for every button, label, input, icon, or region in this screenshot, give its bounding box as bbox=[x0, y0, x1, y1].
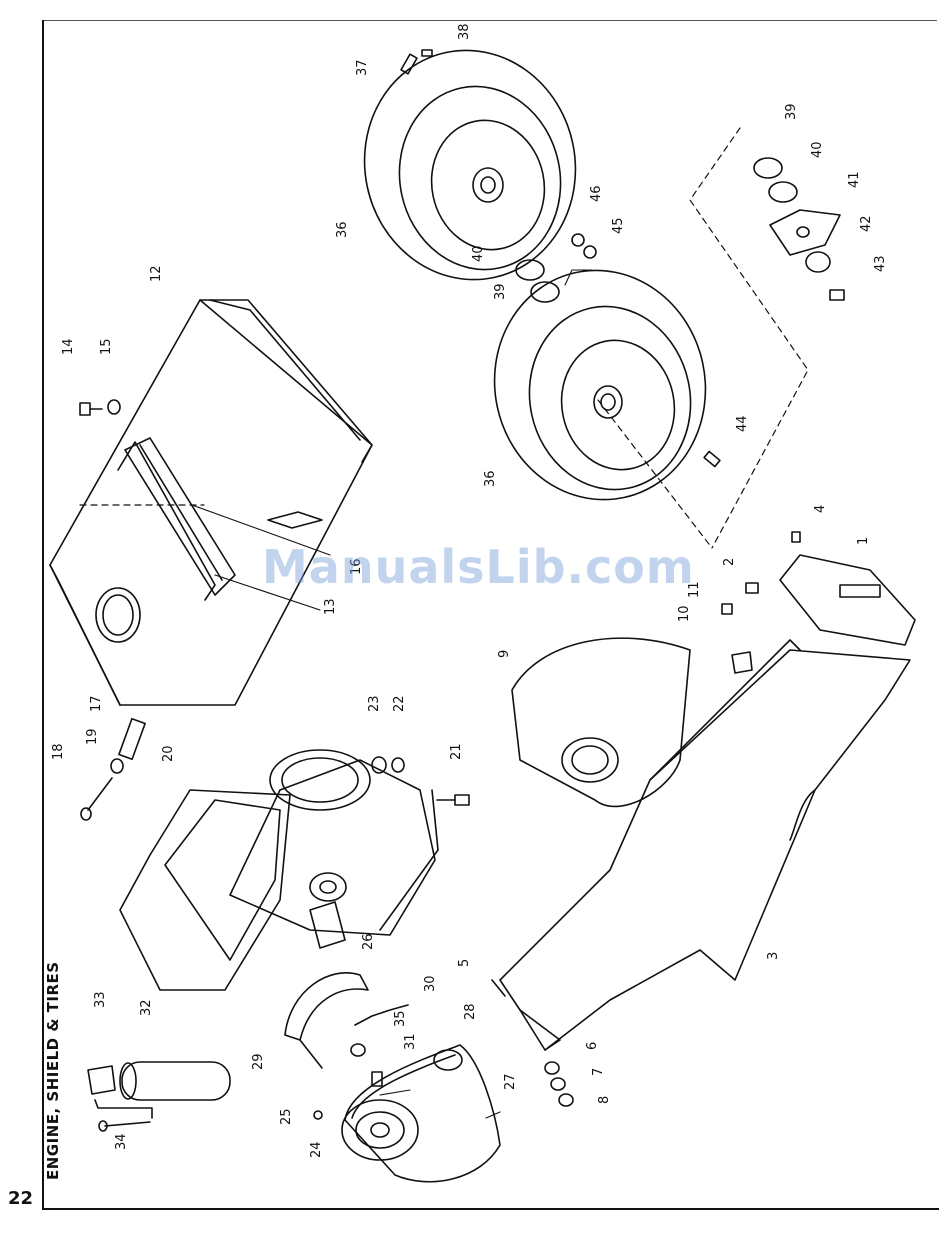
screw-4-part bbox=[792, 532, 800, 542]
tube-32-part bbox=[120, 1062, 230, 1100]
callout-p4: 4 bbox=[813, 505, 828, 513]
bracket-10-part bbox=[732, 652, 752, 673]
callout-p22: 22 bbox=[392, 695, 407, 712]
callout-p14: 14 bbox=[61, 338, 76, 355]
callout-p36a: 36 bbox=[335, 221, 350, 238]
callout-p5: 5 bbox=[457, 959, 472, 967]
callout-p45: 45 bbox=[611, 217, 626, 234]
callout-p18: 18 bbox=[51, 743, 66, 760]
callout-p17: 17 bbox=[89, 695, 104, 712]
callout-p19: 19 bbox=[85, 728, 100, 745]
screw-5-part bbox=[492, 980, 505, 996]
callout-p1: 1 bbox=[856, 537, 871, 545]
callout-p20: 20 bbox=[161, 745, 176, 762]
callout-p42: 42 bbox=[859, 215, 874, 232]
callout-p21: 21 bbox=[449, 743, 464, 760]
callout-p29: 29 bbox=[251, 1053, 266, 1070]
callout-p35: 35 bbox=[393, 1010, 408, 1027]
callout-p36b: 36 bbox=[483, 470, 498, 487]
callout-p2: 2 bbox=[722, 558, 737, 566]
callout-p34: 34 bbox=[114, 1133, 129, 1150]
callout-p9: 9 bbox=[497, 650, 512, 658]
bracket-1-part bbox=[780, 555, 915, 645]
callout-p43: 43 bbox=[873, 255, 888, 272]
callout-p40b: 40 bbox=[810, 141, 825, 158]
bolt-14-part bbox=[80, 403, 102, 415]
belt-guard-part bbox=[285, 973, 368, 1068]
bolt-21-part bbox=[437, 795, 469, 805]
screw-11-part bbox=[722, 604, 732, 614]
callout-p40a: 40 bbox=[471, 245, 486, 262]
spacer-17-part bbox=[119, 719, 145, 759]
belt-part bbox=[345, 1045, 500, 1182]
washer-19-part bbox=[111, 759, 123, 773]
washers-6-7-8-part bbox=[545, 1062, 573, 1106]
callout-p13: 13 bbox=[323, 598, 338, 615]
callout-p28: 28 bbox=[463, 1003, 478, 1020]
leader-lines bbox=[80, 128, 808, 548]
nut-22-23-part bbox=[372, 757, 404, 773]
callout-p38: 38 bbox=[457, 23, 472, 40]
callout-p15: 15 bbox=[99, 338, 114, 355]
callout-p39b: 39 bbox=[784, 103, 799, 120]
callout-p12: 12 bbox=[149, 265, 164, 282]
callout-p7: 7 bbox=[591, 1068, 606, 1076]
callout-p26: 26 bbox=[361, 933, 376, 950]
callout-p37: 37 bbox=[355, 59, 370, 76]
bolt-18-part bbox=[81, 778, 112, 820]
tire-upper-part bbox=[343, 31, 596, 300]
callout-p23: 23 bbox=[367, 695, 382, 712]
shield-cover-part bbox=[50, 300, 372, 705]
pulley-28-part bbox=[434, 1050, 462, 1070]
callout-p8: 8 bbox=[597, 1096, 612, 1104]
callout-p27: 27 bbox=[503, 1073, 518, 1090]
frame-housing-part bbox=[500, 640, 910, 1050]
callout-p24: 24 bbox=[309, 1141, 324, 1158]
callout-p41: 41 bbox=[847, 171, 862, 188]
bolt-34-part bbox=[99, 1121, 150, 1131]
watermark: ManualsLib.com bbox=[262, 540, 695, 594]
callout-p25: 25 bbox=[279, 1108, 294, 1125]
cover-9-part bbox=[512, 638, 690, 806]
nut-15-part bbox=[108, 400, 120, 414]
callout-p33: 33 bbox=[93, 991, 108, 1008]
callout-p10: 10 bbox=[677, 605, 692, 622]
callout-p39a: 39 bbox=[493, 283, 508, 300]
screw-2-part bbox=[746, 583, 758, 593]
callout-p3: 3 bbox=[766, 952, 781, 960]
washer-35-part bbox=[351, 1044, 365, 1056]
solid-leaders bbox=[192, 270, 592, 1118]
engine-part bbox=[120, 750, 438, 990]
callout-p46: 46 bbox=[589, 185, 604, 202]
callout-p44: 44 bbox=[735, 415, 750, 432]
callout-p30: 30 bbox=[423, 975, 438, 992]
screw-25-part bbox=[314, 1111, 322, 1119]
tire-lower-part bbox=[473, 251, 726, 520]
callout-p32: 32 bbox=[139, 999, 154, 1016]
callout-p31: 31 bbox=[403, 1033, 418, 1050]
callout-p6: 6 bbox=[585, 1042, 600, 1050]
